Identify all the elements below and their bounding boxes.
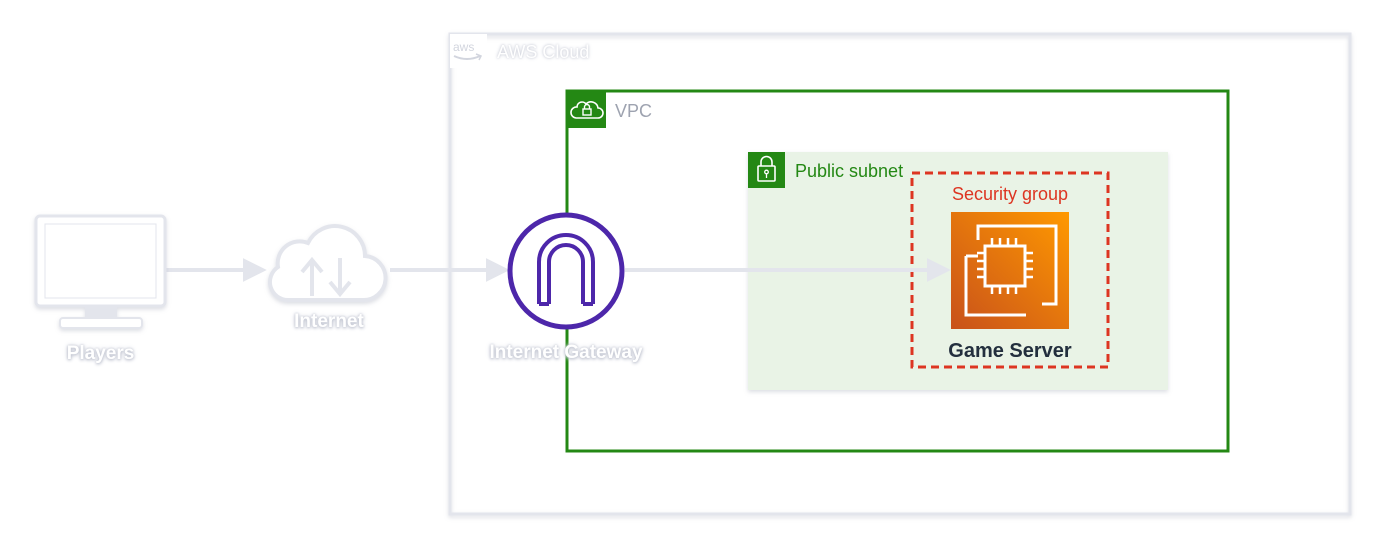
game-server-label: Game Server: [948, 340, 1072, 362]
aws-cloud-label: AWS Cloud: [497, 42, 590, 62]
security-group-label: Security group: [951, 184, 1069, 204]
ec2-instance-icon: [951, 212, 1069, 329]
internet-cloud-icon: [267, 224, 388, 303]
internet-gateway-label: Internet Gateway: [489, 342, 643, 363]
svg-text:aws: aws: [453, 40, 474, 54]
padlock-icon: [757, 155, 776, 182]
vpc-label: VPC: [615, 101, 653, 121]
aws-logo-icon: aws: [453, 40, 483, 61]
public-subnet-label: Public subnet: [795, 161, 904, 181]
vpc-cloud-icon: [570, 101, 604, 119]
players-label: Players: [66, 343, 135, 364]
internet-label: Internet: [294, 311, 364, 332]
monitor-icon: [34, 214, 167, 329]
aws-cloud-group: [448, 32, 1352, 516]
internet-gateway-icon: [507, 212, 625, 330]
